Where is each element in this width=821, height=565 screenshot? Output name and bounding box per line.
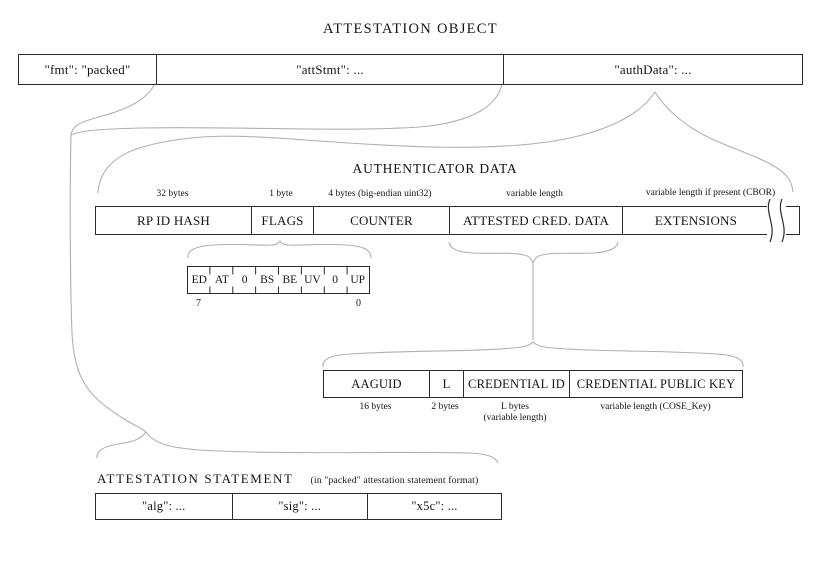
flags-cell: FLAGS: [251, 207, 313, 234]
length-cell: L: [429, 371, 463, 397]
attstmt-funnel-stem: [69, 134, 147, 433]
attestation-statement-heading: ATTESTATION STATEMENT: [97, 471, 294, 486]
attestation-statement-header: ATTESTATION STATEMENT (in "packed" attest…: [97, 470, 697, 488]
lsb-index-label: 0: [356, 298, 361, 309]
aaguid-cell: AAGUID: [351, 376, 402, 391]
attestation-object-row: "fmt": "packed" "attStmt": ... "authData…: [18, 54, 803, 85]
attstmt-cell: "attStmt": ...: [156, 55, 503, 84]
authdata-cell: "authData": ...: [503, 55, 802, 84]
bit-bs: BS: [260, 274, 275, 286]
attestation-statement-row: "alg": ... "sig": ... "x5c": ...: [95, 493, 502, 520]
attstmt-funnel-right: [70, 84, 503, 136]
aaguid-size-label: 16 bytes: [359, 402, 392, 412]
credential-id-size-line2: (variable length): [483, 413, 547, 423]
aaguid-brace: [322, 341, 744, 368]
rpidhash-size-label: 32 bytes: [156, 189, 189, 199]
bit-uv: UV: [304, 274, 321, 286]
authenticator-data-row: RP ID HASH FLAGS COUNTER ATTESTED CRED. …: [95, 206, 800, 235]
credential-public-key-size-label: variable length (COSE_Key): [600, 402, 711, 412]
bit-be: BE: [282, 274, 298, 286]
credential-id-cell: CREDENTIAL ID: [463, 371, 569, 397]
flags-brace: [187, 240, 372, 259]
x5c-cell: "x5c": ...: [367, 494, 501, 519]
flags-size-label: 1 byte: [269, 189, 293, 199]
extensions-size-label: variable length if present (CBOR): [645, 188, 776, 198]
bit-up: UP: [350, 274, 366, 286]
length-size-label: 2 bytes: [431, 402, 459, 412]
attested-cred-data-row: AAGUID L CREDENTIAL ID CREDENTIAL PUBLIC…: [323, 370, 743, 398]
extensions-cell: EXTENSIONS: [622, 207, 799, 234]
counter-cell: COUNTER: [313, 207, 449, 234]
diagram-title: ATTESTATION OBJECT: [323, 21, 498, 37]
rpidhash-cell: RP ID HASH: [136, 212, 211, 228]
flags-bit-box: ED AT 0 BS BE UV 0 UP: [187, 266, 370, 294]
credential-public-key-cell: CREDENTIAL PUBLIC KEY: [569, 371, 742, 397]
bit-ed: ED: [191, 274, 207, 286]
authenticator-data-heading: AUTHENTICATOR DATA: [352, 161, 518, 176]
attestedcred-cell: ATTESTED CRED. DATA: [449, 207, 622, 234]
counter-size-label: 4 bytes (big-endian uint32): [328, 189, 432, 199]
attestation-statement-brace: [96, 431, 499, 464]
bit-zero-1: 0: [332, 274, 338, 286]
fmt-cell: "fmt": "packed": [44, 61, 131, 77]
attstmt-funnel-left: [70, 84, 155, 136]
bit-at: AT: [214, 274, 229, 286]
alg-cell: "alg": ...: [142, 499, 186, 513]
credential-id-size-line1: L bytes: [501, 402, 529, 412]
attestation-statement-note: (in "packed" attestation statement forma…: [310, 475, 479, 486]
credential-id-size-label: L bytes (variable length): [462, 402, 568, 424]
sig-cell: "sig": ...: [231, 494, 368, 519]
attestedcred-size-label: variable length: [506, 189, 563, 199]
msb-index-label: 7: [196, 298, 201, 309]
attested-cred-brace: [448, 241, 619, 265]
authdata-brace: [97, 90, 794, 194]
bit-zero-5: 0: [241, 274, 248, 286]
